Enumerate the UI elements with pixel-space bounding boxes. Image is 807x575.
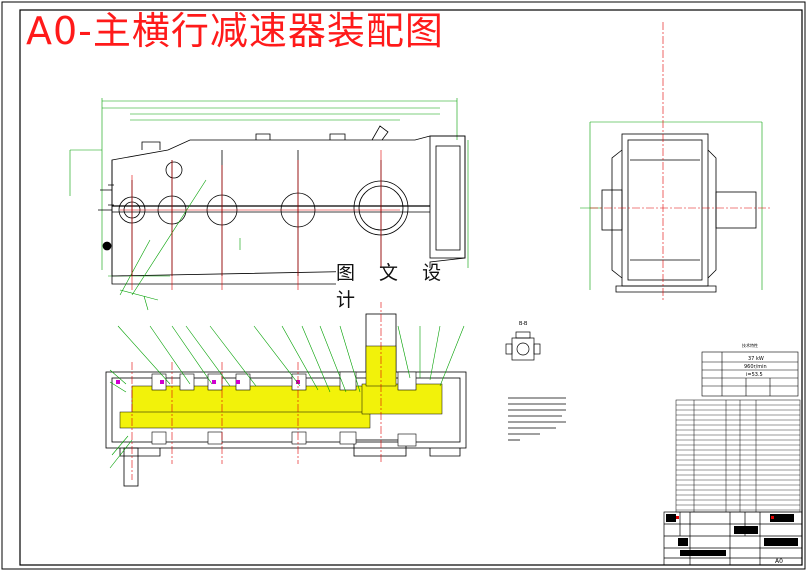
- parts-list-rows: [676, 404, 800, 511]
- technical-notes: [508, 397, 566, 441]
- side-view-dims: [580, 121, 763, 290]
- side-view: [601, 133, 757, 293]
- title-block-red-marks: [676, 516, 774, 519]
- side-view-centerlines: [590, 22, 770, 300]
- inner-frame: [19, 9, 803, 566]
- plan-view-centerlines: [131, 300, 382, 480]
- front-view-centerlines: [120, 150, 400, 290]
- tech-param-speed: 960r/min: [744, 364, 767, 370]
- sheet-number: A0: [775, 558, 783, 565]
- drawing-title: A0-主横行减速器装配图: [26, 9, 444, 53]
- tech-param-power: 37 kW: [748, 356, 764, 362]
- parts-list: [675, 399, 801, 513]
- section-label: B-B: [519, 321, 528, 327]
- plan-view-shafts: [119, 345, 443, 429]
- section-detail: [505, 331, 541, 361]
- tech-table: [701, 351, 799, 397]
- front-view-leaders: [119, 179, 241, 296]
- plan-view-leaders: [109, 325, 465, 469]
- tech-table-header: 技术特性: [742, 342, 758, 348]
- watermark: 图 文 设 计: [336, 262, 478, 311]
- tech-param-ratio: i=53.5: [746, 372, 763, 378]
- title-block-fills: [666, 514, 798, 556]
- plan-view-gears: [151, 371, 417, 447]
